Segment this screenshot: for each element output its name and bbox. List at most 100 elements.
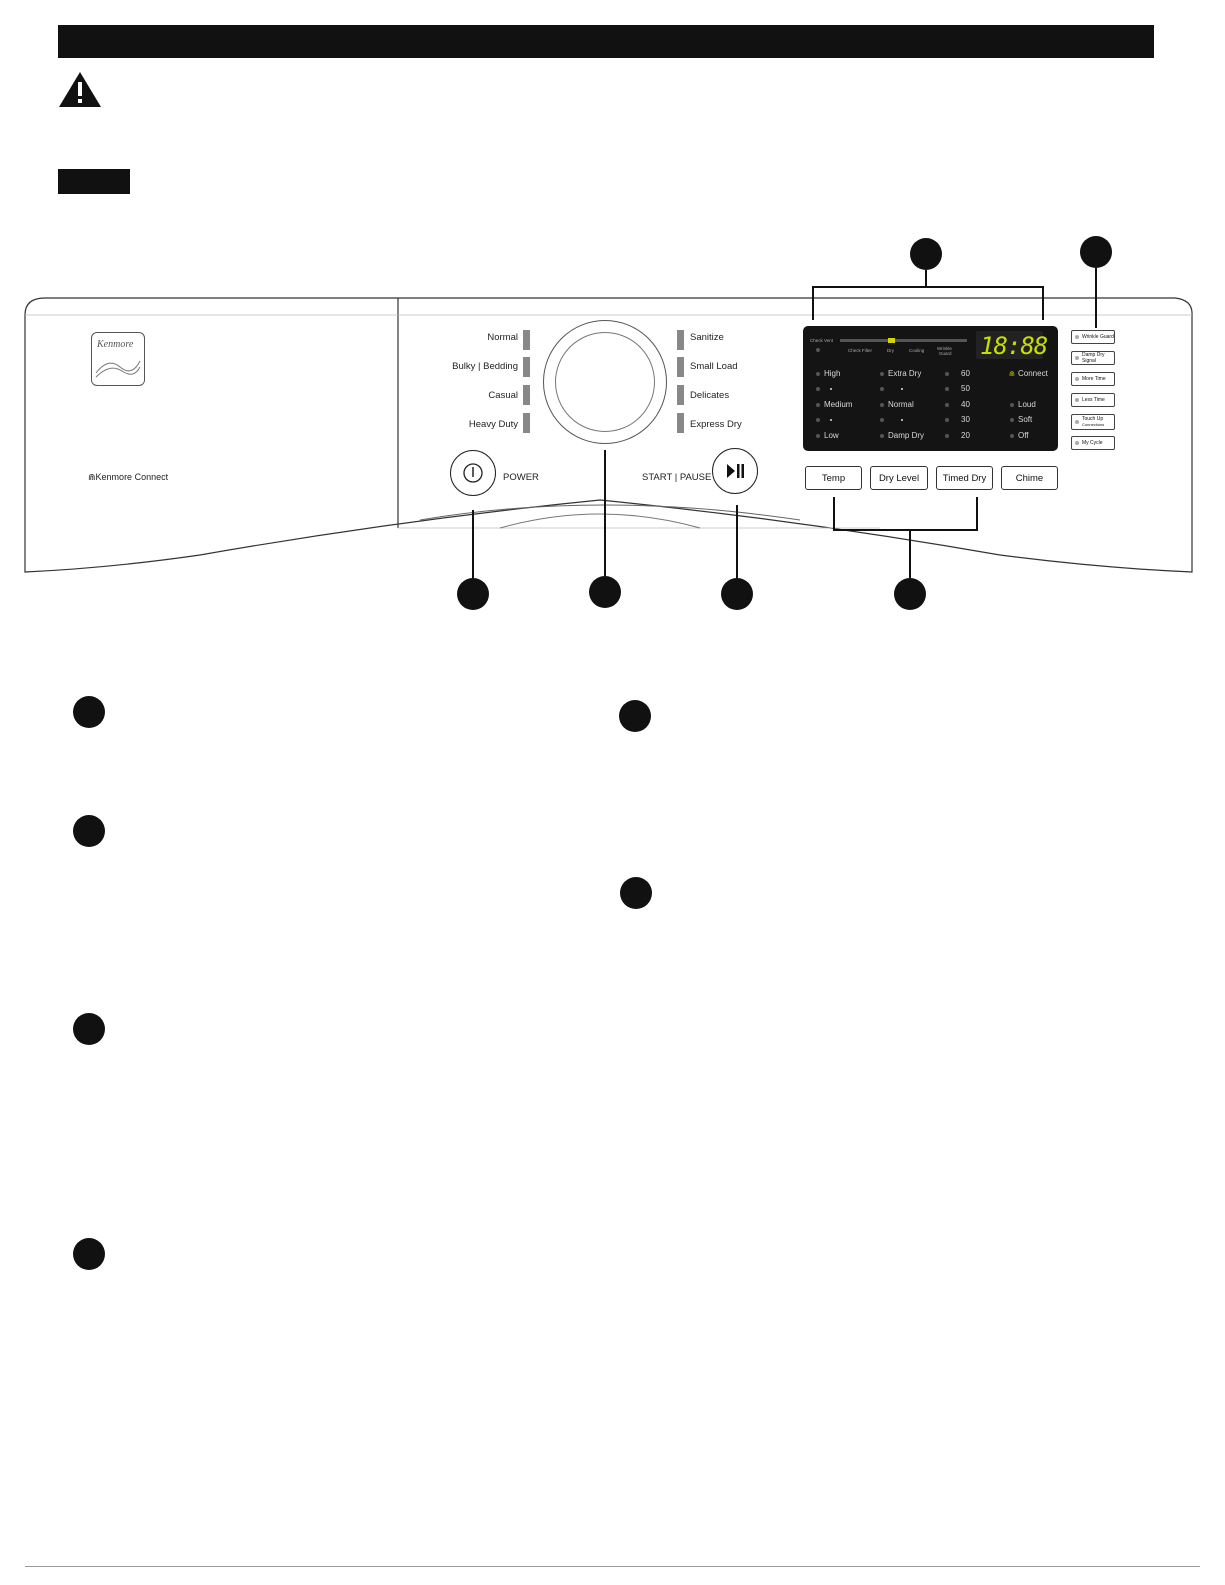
time-led bbox=[945, 434, 949, 438]
dry-normal: Normal bbox=[888, 400, 914, 409]
cycle-bulky-bedding[interactable]: Bulky | Bedding bbox=[452, 361, 518, 372]
kenmore-logo: Kenmore bbox=[91, 332, 145, 386]
timed-dry-button[interactable]: Timed Dry bbox=[936, 466, 993, 490]
play-pause-icon bbox=[727, 464, 744, 478]
my-cycle-button[interactable]: My Cycle bbox=[1071, 436, 1115, 450]
footer-rule bbox=[25, 1566, 1200, 1567]
time-40: 40 bbox=[961, 400, 970, 409]
option-led bbox=[1075, 356, 1079, 360]
wifi-icon: ⋒ bbox=[1009, 371, 1015, 378]
kenmore-connect-label: ⋒Kenmore Connect bbox=[88, 472, 169, 482]
temp-button[interactable]: Temp bbox=[805, 466, 862, 490]
status-cooling: Cooling bbox=[909, 348, 925, 353]
chime-off: Off bbox=[1018, 431, 1029, 440]
wrinkle-guard-button[interactable]: Wrinkle Guard bbox=[1071, 330, 1115, 344]
power-button[interactable] bbox=[450, 450, 496, 496]
less-time-button[interactable]: Less Time bbox=[1071, 393, 1115, 407]
more-time-button[interactable]: More Time bbox=[1071, 372, 1115, 386]
start-pause-label: START | PAUSE bbox=[642, 472, 712, 483]
time-60: 60 bbox=[961, 369, 970, 378]
cycle-indicator bbox=[523, 413, 530, 433]
callout-marker bbox=[457, 578, 489, 610]
temp-medium: Medium bbox=[824, 400, 853, 409]
callout-marker bbox=[589, 576, 621, 608]
logo-text: Kenmore bbox=[97, 339, 134, 350]
cycle-delicates[interactable]: Delicates bbox=[690, 390, 730, 401]
callout-marker bbox=[721, 578, 753, 610]
temp-led bbox=[816, 387, 820, 391]
dry-damp: Damp Dry bbox=[888, 431, 925, 440]
time-50: 50 bbox=[961, 384, 970, 393]
cycle-indicator bbox=[523, 385, 530, 405]
section-marker bbox=[619, 700, 651, 732]
dry-extra: Extra Dry bbox=[888, 369, 922, 378]
time-led bbox=[945, 372, 949, 376]
cycle-indicator bbox=[677, 330, 684, 350]
dry-level-button[interactable]: Dry Level bbox=[870, 466, 928, 490]
logo-wave bbox=[95, 360, 141, 378]
time-30: 30 bbox=[961, 415, 970, 424]
option-led bbox=[1075, 420, 1079, 424]
temp-led bbox=[816, 403, 820, 407]
cycle-small-load[interactable]: Small Load bbox=[690, 361, 738, 372]
dry-dot bbox=[901, 388, 903, 390]
dry-led bbox=[880, 434, 884, 438]
status-guard: Guard bbox=[939, 351, 952, 356]
lcd-display: Check Vent Check Filter Dry Cooling Wrin… bbox=[803, 326, 1058, 451]
callout-marker bbox=[910, 238, 942, 270]
cycle-indicator bbox=[523, 330, 530, 350]
cycle-indicator bbox=[677, 357, 684, 377]
status-check-vent: Check Vent bbox=[810, 338, 834, 343]
dry-led bbox=[880, 403, 884, 407]
status-led bbox=[816, 348, 820, 352]
cycle-express-dry[interactable]: Express Dry bbox=[690, 419, 742, 430]
chime-button[interactable]: Chime bbox=[1001, 466, 1058, 490]
time-led bbox=[945, 403, 949, 407]
status-dry: Dry bbox=[887, 348, 894, 353]
time-readout: 18:88 bbox=[980, 332, 1048, 360]
damp-dry-signal-button[interactable]: Damp Dry Signal bbox=[1071, 351, 1115, 365]
temp-led bbox=[816, 434, 820, 438]
section-marker bbox=[73, 815, 105, 847]
temp-dot bbox=[830, 388, 832, 390]
status-check-filter: Check Filter bbox=[848, 348, 873, 353]
temp-led bbox=[816, 372, 820, 376]
cycle-indicator bbox=[677, 385, 684, 405]
time-led bbox=[945, 418, 949, 422]
chime-led bbox=[1010, 418, 1014, 422]
progress-bar bbox=[840, 339, 967, 342]
dry-led bbox=[880, 387, 884, 391]
cycle-heavy-duty[interactable]: Heavy Duty bbox=[468, 419, 518, 430]
temp-dot bbox=[830, 419, 832, 421]
callout-marker bbox=[894, 578, 926, 610]
start-pause-button[interactable] bbox=[712, 448, 758, 494]
dry-led bbox=[880, 418, 884, 422]
option-led bbox=[1075, 377, 1079, 381]
section-title-bar bbox=[58, 25, 1154, 58]
cycle-indicator bbox=[677, 413, 684, 433]
wifi-icon: ⋒ bbox=[88, 472, 96, 482]
cycle-casual[interactable]: Casual bbox=[488, 390, 518, 401]
section-marker bbox=[620, 877, 652, 909]
cycle-sanitize[interactable]: Sanitize bbox=[690, 332, 724, 343]
option-led bbox=[1075, 398, 1079, 402]
status-wrinkle: Wrinkle bbox=[937, 346, 952, 351]
dry-dot bbox=[901, 419, 903, 421]
power-icon bbox=[463, 463, 483, 483]
time-20: 20 bbox=[961, 431, 970, 440]
progress-active bbox=[888, 338, 895, 343]
cycle-indicator bbox=[523, 357, 530, 377]
note-label-box bbox=[58, 169, 130, 194]
dry-led bbox=[880, 372, 884, 376]
cycle-selector-knob[interactable] bbox=[543, 320, 667, 444]
temp-led bbox=[816, 418, 820, 422]
callout-marker bbox=[1080, 236, 1112, 268]
temp-high: High bbox=[824, 369, 841, 378]
time-readout-box: 18:88 bbox=[976, 331, 1048, 360]
knob-inner-ring bbox=[555, 332, 655, 432]
option-led bbox=[1075, 335, 1079, 339]
cycle-normal[interactable]: Normal bbox=[487, 332, 518, 343]
power-label: POWER bbox=[503, 472, 539, 483]
section-marker bbox=[73, 696, 105, 728]
